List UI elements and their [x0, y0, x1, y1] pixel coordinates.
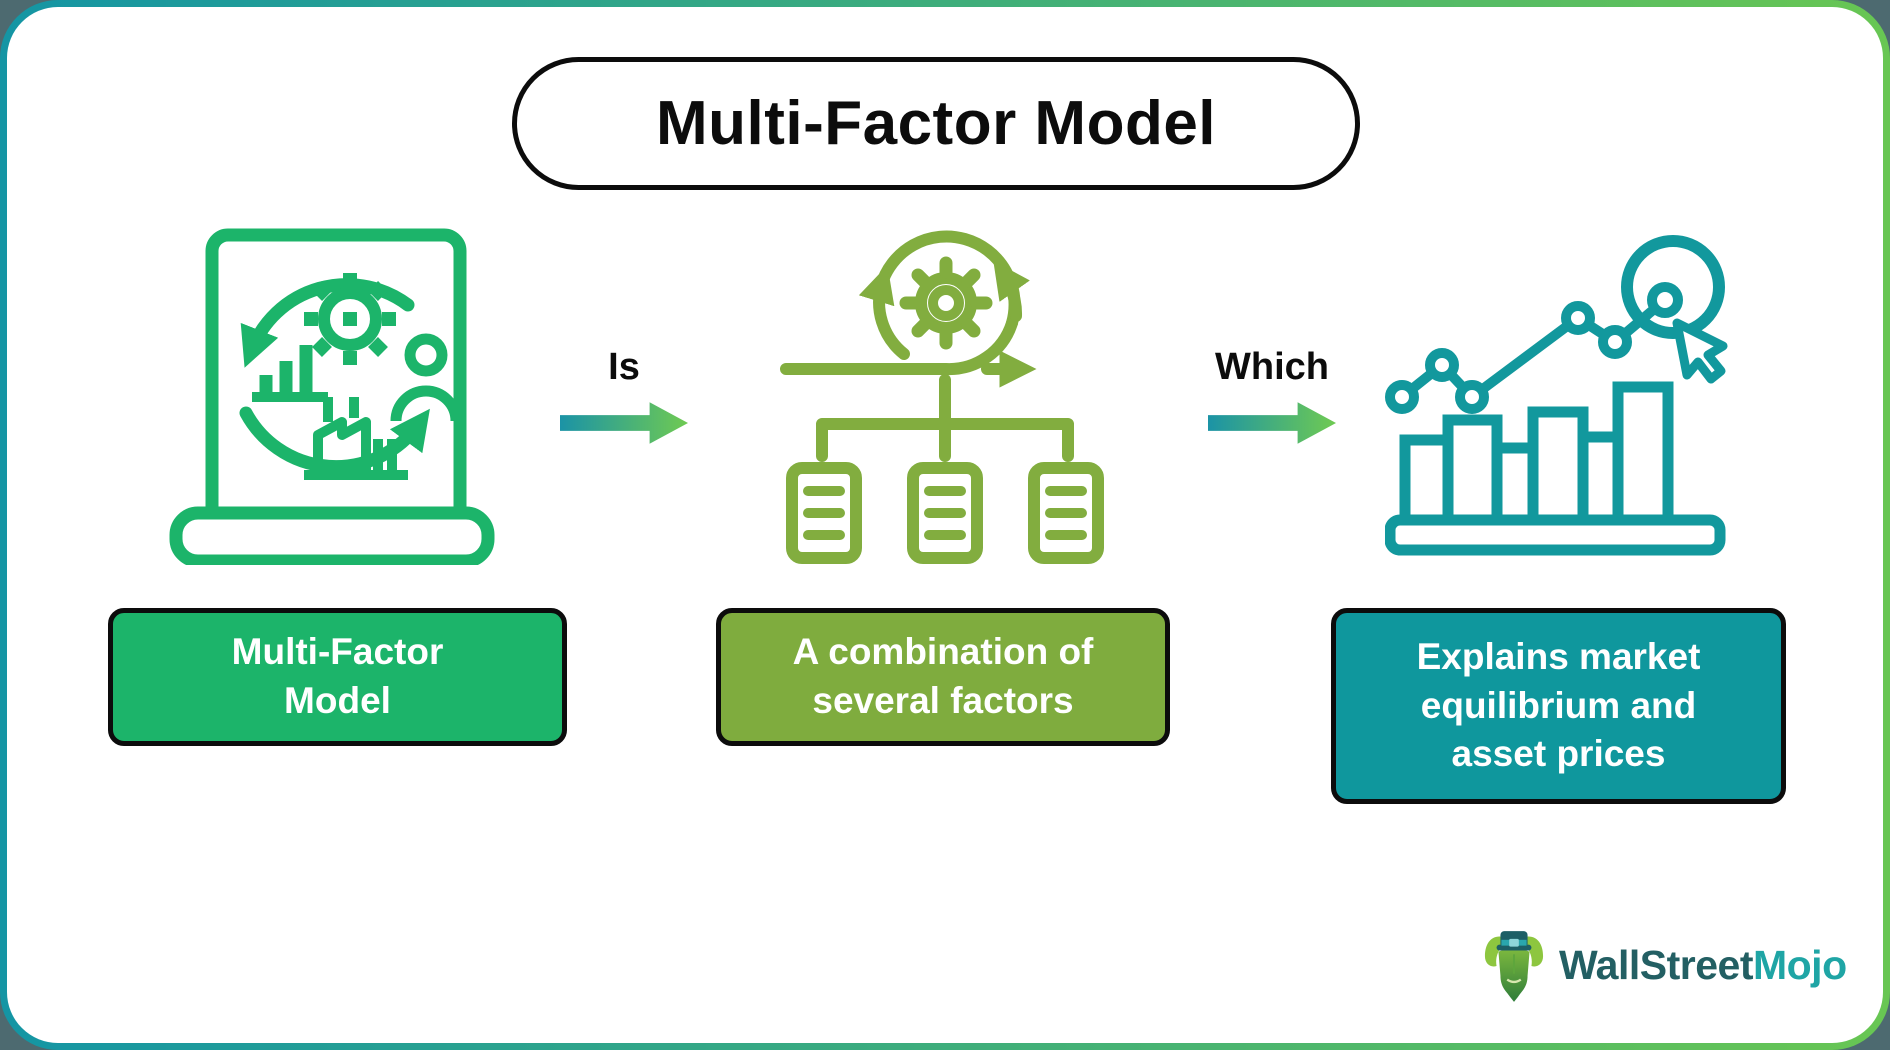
clipboard-base [169, 506, 495, 565]
clipboard-process-cycle-icon [168, 225, 503, 565]
right-arrow-icon [560, 402, 688, 444]
loop-arrow-right [993, 260, 1030, 322]
bar-chart-trend-cursor-icon [1385, 235, 1730, 570]
connector-which: Which [1204, 348, 1340, 446]
mini-bar-chart-icon [252, 345, 328, 402]
gear-loop-documents-hierarchy-icon [780, 228, 1110, 573]
loop-arrow-left [858, 265, 910, 360]
wordmark-primary: WallStreet [1559, 941, 1753, 988]
document-frame [205, 228, 467, 532]
trend-dots [1385, 282, 1683, 414]
hat-buckle [1509, 938, 1519, 947]
gear-icon [304, 273, 396, 365]
bull-mascot-icon [1484, 931, 1544, 1002]
chart-base [1385, 514, 1726, 556]
document-cards [786, 462, 1104, 564]
cursor-icon [1672, 318, 1728, 384]
hierarchy-branch [816, 418, 1074, 462]
node-label: A combination of several factors [792, 631, 1094, 721]
lens-circle [1621, 235, 1725, 339]
right-arrow-icon [1208, 402, 1336, 444]
node-box-combination: A combination of several factors [716, 608, 1170, 746]
node-box-multi-factor-model: Multi-Factor Model [108, 608, 567, 746]
wordmark-accent: Mojo [1752, 941, 1847, 988]
title-pill: Multi-Factor Model [512, 57, 1360, 190]
wordmark: WallStreetMojo [1559, 942, 1847, 989]
cycle-arrow-bottom [239, 406, 430, 474]
factory-icon [304, 397, 408, 480]
node-box-explains: Explains market equilibrium and asset pr… [1331, 608, 1786, 804]
connector-is: Is [558, 348, 690, 446]
bull-snout-line [1506, 978, 1522, 984]
connector-which-label: Which [1215, 346, 1329, 388]
bars [1399, 381, 1674, 529]
gear-icon [899, 256, 993, 350]
wallstreetmojo-logo: WallStreetMojo [1483, 926, 1847, 1004]
page-title: Multi-Factor Model [655, 89, 1217, 158]
node-label: Multi-Factor Model [231, 631, 444, 721]
person-icon [390, 333, 462, 422]
bull-face [1498, 949, 1530, 1002]
top-hat-brim [1496, 944, 1532, 951]
node-label: Explains market equilibrium and asset pr… [1416, 635, 1701, 775]
loop-inflow-line [780, 317, 1018, 376]
connector-is-label: Is [608, 346, 640, 388]
